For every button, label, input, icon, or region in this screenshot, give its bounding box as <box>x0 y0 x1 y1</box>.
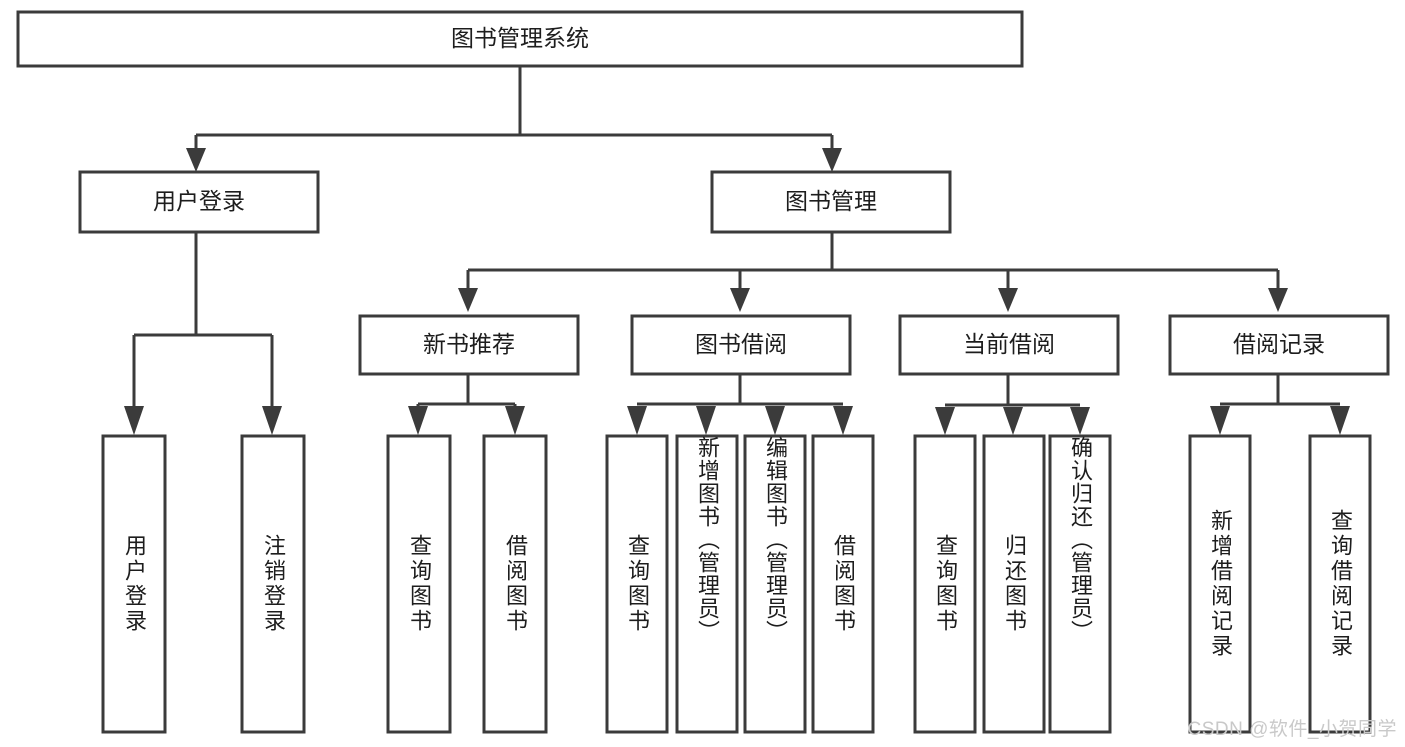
leaf-rect-cb-query-book[interactable] <box>913 434 977 734</box>
arrow-head-book-mgmt <box>822 148 842 172</box>
node-book-management[interactable]: 图书管理 <box>710 170 952 234</box>
arrow-head-book-borrow <box>730 288 750 312</box>
leaf-rect-bb-query-book[interactable] <box>605 434 669 734</box>
leaf-rect-bb-add-book[interactable] <box>675 434 739 734</box>
arrow-head-cb-leaf1 <box>935 407 955 435</box>
leaf-rect-bb-borrow-book[interactable] <box>811 434 875 734</box>
arrow-head-br-leaf1 <box>1210 406 1230 435</box>
arrow-head-current-borrow <box>998 288 1018 312</box>
arrow-head-bb-leaf2 <box>696 406 716 435</box>
arrow-head-new-book <box>458 288 478 312</box>
arrow-head-user-login <box>186 148 206 172</box>
leaf-box-layer <box>101 434 1372 734</box>
node-borrow-record-label: 借阅记录 <box>1233 331 1325 357</box>
leaf-rect-br-add-record[interactable] <box>1188 434 1252 734</box>
node-user-login[interactable]: 用户登录 <box>78 170 320 234</box>
node-current-borrow-label: 当前借阅 <box>963 331 1055 357</box>
node-new-book-recommend-label: 新书推荐 <box>423 331 515 357</box>
arrow-head-nbr-leaf2 <box>505 406 525 435</box>
arrow-head-cb-leaf2 <box>1003 407 1023 435</box>
node-new-book-recommend[interactable]: 新书推荐 <box>358 314 580 376</box>
node-user-login-rect[interactable] <box>78 170 320 234</box>
node-root[interactable]: 图书管理系统 <box>16 10 1024 68</box>
connector-layer <box>124 66 1350 435</box>
arrow-head-bb-leaf3 <box>765 406 785 435</box>
leaf-rect-br-query-record[interactable] <box>1308 434 1372 734</box>
node-book-borrow-rect[interactable] <box>630 314 852 376</box>
node-current-borrow-rect[interactable] <box>898 314 1120 376</box>
arrow-head-bb-leaf1 <box>627 406 647 435</box>
leaf-rect-nbr-borrow-book[interactable] <box>482 434 548 734</box>
node-book-borrow[interactable]: 图书借阅 <box>630 314 852 376</box>
csdn-watermark: CSDN @软件_小贺同学 <box>1187 719 1397 740</box>
arrow-head-bb-leaf4 <box>833 406 853 435</box>
node-borrow-record[interactable]: 借阅记录 <box>1168 314 1390 376</box>
leaf-rect-cb-confirm-return[interactable] <box>1048 434 1112 734</box>
node-book-borrow-label: 图书借阅 <box>695 331 787 357</box>
arrow-head-cb-leaf3 <box>1070 407 1090 435</box>
node-current-borrow[interactable]: 当前借阅 <box>898 314 1120 376</box>
leaf-rect-bb-edit-book[interactable] <box>743 434 807 734</box>
node-book-management-label: 图书管理 <box>785 188 877 214</box>
node-borrow-record-rect[interactable] <box>1168 314 1390 376</box>
leaf-rect-logout[interactable] <box>240 434 306 734</box>
leaf-rect-user-login[interactable] <box>101 434 167 734</box>
arrow-head-leaf-user-login <box>124 406 144 435</box>
arrow-head-leaf-logout <box>262 406 282 435</box>
leaf-rect-nbr-query-book[interactable] <box>386 434 452 734</box>
node-root-label: 图书管理系统 <box>451 25 589 51</box>
node-user-login-label: 用户登录 <box>153 188 245 214</box>
node-new-book-recommend-rect[interactable] <box>358 314 580 376</box>
node-root-rect[interactable] <box>16 10 1024 68</box>
node-book-management-rect[interactable] <box>710 170 952 234</box>
arrow-head-nbr-leaf1 <box>408 406 428 435</box>
arrow-head-br-leaf2 <box>1330 406 1350 435</box>
leaf-rect-cb-return-book[interactable] <box>982 434 1046 734</box>
arrow-head-borrow-record <box>1268 288 1288 312</box>
